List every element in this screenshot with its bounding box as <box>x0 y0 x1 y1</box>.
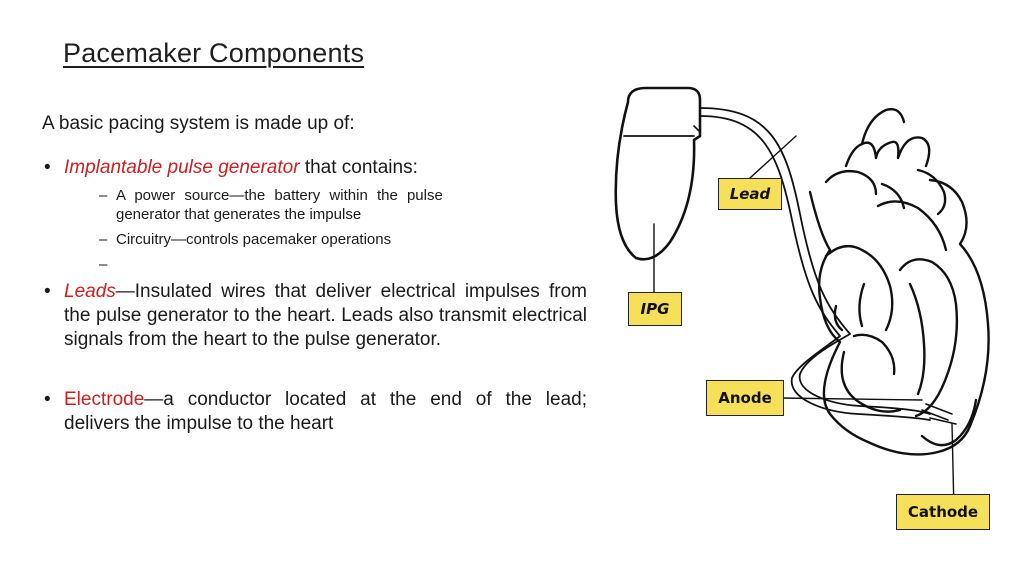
slide-body: A basic pacing system is made up of: • I… <box>42 112 587 436</box>
bullet-marker: • <box>44 389 51 410</box>
intro-text: A basic pacing system is made up of: <box>42 113 355 134</box>
label-anode: Anode <box>706 380 784 416</box>
sub-bullet-dash: – <box>99 256 108 273</box>
bullet-text: —a conductor located at the end of the l… <box>64 389 587 434</box>
lead-wire <box>699 107 931 421</box>
pulse-generator-shape <box>614 86 702 261</box>
label-ipg: IPG <box>628 292 682 326</box>
sub-bullet-dash: – <box>99 231 108 248</box>
label-cathode: Cathode <box>896 494 990 530</box>
heart-shape <box>808 108 990 456</box>
bullet-pulse-generator: • Implantable pulse generator that conta… <box>42 156 587 180</box>
sub-bullet-text: Circuitry—controls pacemaker operations <box>116 231 392 248</box>
bullet-electrode: • Electrode—a conductor located at the e… <box>42 388 587 436</box>
sub-bullet-circuitry: – Circuitry—controls pacemaker operation… <box>42 230 587 249</box>
bullet-text: —Insulated wires that deliver electrical… <box>64 281 587 350</box>
pacemaker-heart-diagram: Lead IPG Anode Cathode <box>600 74 1020 564</box>
term-pulse-generator: Implantable pulse generator <box>64 157 300 178</box>
sub-bullet-dash: – <box>99 187 108 204</box>
bullet-text: that contains: <box>299 157 418 178</box>
callout-lines <box>653 135 955 513</box>
sub-bullet-text: A power source—the battery within the pu… <box>116 187 443 204</box>
bullet-marker: • <box>44 157 51 178</box>
sub-bullet-power-source: – A power source—the battery within the … <box>42 186 587 224</box>
sub-bullet-text-continued: generator that generates the impulse <box>116 206 362 223</box>
label-lead: Lead <box>718 178 782 210</box>
slide-title: Pacemaker Components <box>63 38 365 68</box>
term-leads: Leads <box>64 281 116 302</box>
term-electrode: Electrode <box>64 389 145 410</box>
sub-bullet-empty: – <box>42 255 587 274</box>
bullet-marker: • <box>44 281 51 302</box>
heart-diagram-drawing <box>614 86 990 513</box>
bullet-leads: • Leads—Insulated wires that deliver ele… <box>42 280 587 352</box>
electrode-tip <box>921 403 957 425</box>
